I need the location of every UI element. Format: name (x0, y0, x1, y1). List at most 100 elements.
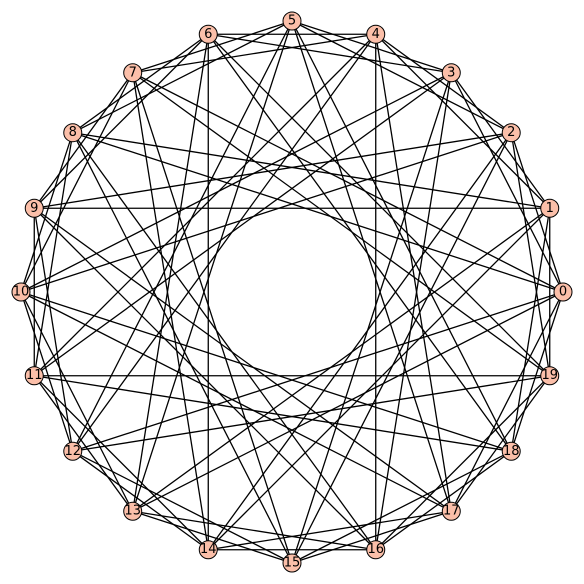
node-circle (540, 198, 560, 218)
node-label: 5 (288, 14, 296, 29)
node-circle (63, 123, 83, 143)
edge-6-13 (132, 34, 209, 512)
edge-12-15 (72, 450, 293, 564)
node-9: 9 (24, 198, 44, 218)
node-circle (282, 553, 302, 573)
node-1: 1 (540, 198, 560, 218)
node-circle (11, 282, 31, 302)
edge-1-4 (375, 33, 551, 209)
edge-8-16 (72, 132, 377, 551)
node-circle (24, 198, 44, 218)
node-circle (553, 282, 573, 302)
edge-2-4 (375, 33, 512, 134)
edge-0-18 (510, 291, 564, 452)
node-label: 6 (204, 27, 212, 42)
node-label: 18 (503, 444, 520, 459)
node-label: 16 (367, 542, 384, 557)
edge-8-15 (72, 132, 293, 564)
edge-9-16 (33, 207, 377, 551)
node-12: 12 (63, 441, 83, 461)
edge-3-5 (291, 20, 452, 74)
node-circle (63, 441, 83, 461)
node-6: 6 (198, 24, 218, 44)
edge-11-13 (33, 375, 134, 512)
node-circle (198, 24, 218, 44)
node-5: 5 (282, 11, 302, 31)
edge-6-8 (72, 33, 209, 134)
node-label: 4 (372, 27, 380, 42)
edge-6-18 (207, 33, 512, 452)
node-0: 0 (553, 282, 573, 302)
node-label: 14 (200, 542, 217, 557)
node-circle (501, 441, 521, 461)
edges-layer (20, 20, 564, 564)
edge-11-18 (34, 375, 512, 452)
edge-10-18 (20, 291, 512, 452)
node-circle (501, 123, 521, 143)
edge-13-15 (132, 510, 293, 564)
edge-6-9 (33, 33, 209, 209)
node-2: 2 (501, 123, 521, 143)
edge-1-8 (72, 132, 550, 209)
edge-2-10 (20, 132, 512, 293)
node-16: 16 (366, 540, 386, 560)
edge-0-2 (510, 132, 564, 293)
edge-12-14 (72, 450, 209, 551)
edge-10-12 (20, 291, 74, 452)
edge-3-10 (20, 72, 452, 293)
edge-2-14 (207, 132, 512, 551)
edge-15-18 (291, 450, 512, 564)
node-3: 3 (441, 63, 461, 83)
edge-1-3 (450, 72, 551, 209)
node-circle (198, 540, 218, 560)
node-label: 10 (13, 285, 30, 300)
node-label: 1 (546, 201, 554, 216)
node-8: 8 (63, 123, 83, 143)
node-circle (366, 540, 386, 560)
node-11: 11 (24, 366, 44, 386)
node-label: 12 (64, 444, 81, 459)
node-label: 0 (559, 285, 567, 300)
edge-0-8 (72, 132, 564, 293)
node-circle (441, 501, 461, 521)
edge-4-17 (375, 34, 452, 512)
node-label: 13 (124, 504, 141, 519)
node-circle (540, 366, 560, 386)
edge-16-19 (375, 375, 551, 551)
edge-3-16 (375, 72, 452, 550)
edge-0-7 (132, 72, 564, 293)
node-13: 13 (123, 501, 143, 521)
edge-7-9 (33, 72, 134, 209)
edge-15-17 (291, 510, 452, 564)
node-18: 18 (501, 441, 521, 461)
edge-4-7 (132, 33, 376, 74)
node-10: 10 (11, 282, 31, 302)
node-circle (123, 63, 143, 83)
edge-0-12 (72, 291, 564, 452)
edge-4-12 (72, 33, 377, 452)
edge-10-13 (20, 291, 134, 512)
edge-1-18 (510, 208, 551, 452)
edge-3-11 (33, 72, 452, 377)
edge-1-14 (207, 207, 551, 551)
node-label: 11 (26, 368, 43, 383)
edge-16-18 (375, 450, 512, 551)
edge-5-12 (72, 20, 293, 452)
edge-0-13 (132, 291, 564, 512)
edge-5-7 (132, 20, 293, 74)
node-label: 17 (443, 504, 460, 519)
node-label: 8 (69, 125, 77, 140)
node-14: 14 (198, 540, 218, 560)
node-19: 19 (540, 366, 560, 386)
edge-6-19 (207, 33, 551, 377)
edge-7-19 (132, 72, 551, 377)
edge-7-14 (132, 72, 209, 550)
edge-0-17 (450, 291, 564, 512)
edge-5-8 (72, 20, 293, 134)
edge-13-16 (132, 510, 376, 551)
edge-0-3 (450, 72, 564, 293)
edge-3-6 (208, 33, 452, 74)
node-circle (441, 63, 461, 83)
edge-8-11 (33, 132, 74, 376)
